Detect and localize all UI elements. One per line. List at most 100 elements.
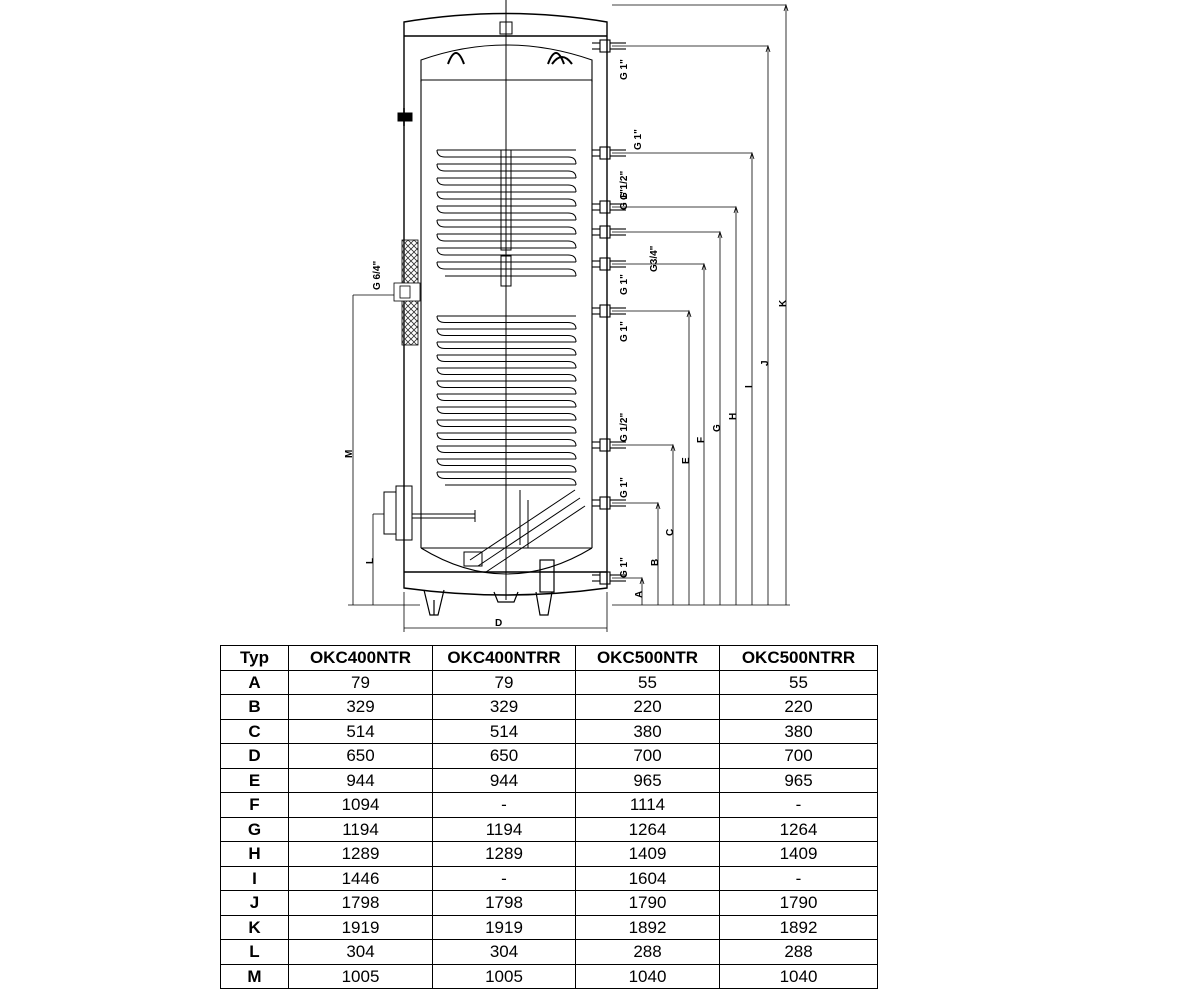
label-circulation: G 1/2" xyxy=(619,171,630,200)
table-row-label: K xyxy=(220,914,289,940)
table-cell: 650 xyxy=(432,743,576,769)
table-cell: 650 xyxy=(288,743,433,769)
dim-letter-k: K xyxy=(778,299,789,307)
dim-letter-e: E xyxy=(681,457,692,464)
table-cell: 55 xyxy=(719,669,878,695)
table-cell: - xyxy=(719,865,878,891)
table-cell: 1264 xyxy=(719,816,878,842)
table-cell: 1114 xyxy=(575,792,720,818)
table-cell: 700 xyxy=(719,743,878,769)
table-cell: 700 xyxy=(575,743,720,769)
table-cell: 1289 xyxy=(432,841,576,867)
dim-letter-d: D xyxy=(495,618,502,629)
table-row-label: M xyxy=(220,963,289,989)
table-cell: 1005 xyxy=(288,963,433,989)
table-row-label: H xyxy=(220,841,289,867)
header-okc500ntrr: OKC500NTRR xyxy=(719,645,878,671)
table-cell: 329 xyxy=(432,694,576,720)
table-cell: 944 xyxy=(288,767,433,793)
table-cell: 220 xyxy=(575,694,720,720)
label-lower-coil-out: G 1" xyxy=(619,321,630,342)
dim-letter-b: B xyxy=(650,559,661,566)
table-cell: 288 xyxy=(719,939,878,965)
dim-letter-f: F xyxy=(696,437,707,443)
table-row-label: C xyxy=(220,718,289,744)
table-cell: 944 xyxy=(432,767,576,793)
upper-heat-exchanger-coil xyxy=(436,149,577,277)
table-cell: 1604 xyxy=(575,865,720,891)
table-cell: 965 xyxy=(575,767,720,793)
table-cell: 380 xyxy=(719,718,878,744)
table-cell: 1040 xyxy=(575,963,720,989)
table-cell: 1289 xyxy=(288,841,433,867)
table-row-label: G xyxy=(220,816,289,842)
header-okc500ntr: OKC500NTR xyxy=(575,645,720,671)
header-typ: Typ xyxy=(220,645,289,671)
table-cell: 1790 xyxy=(575,890,720,916)
label-lower-sensor: G 1/2" xyxy=(619,413,630,442)
table-cell: 288 xyxy=(575,939,720,965)
table-cell: 329 xyxy=(288,694,433,720)
tank-feet xyxy=(423,559,555,616)
dimension-letters: A B C D E F G H I J K L M xyxy=(344,299,789,629)
table-cell: 1040 xyxy=(719,963,878,989)
table-cell: 1194 xyxy=(432,816,576,842)
lower-heat-exchanger-coil xyxy=(436,315,577,486)
dim-letter-h: H xyxy=(728,413,739,420)
table-header-row: Typ OKC400NTR OKC400NTRR OKC500NTR OKC50… xyxy=(220,645,878,671)
label-sensor: G3/4" xyxy=(649,245,660,272)
table-cell: 1919 xyxy=(288,914,433,940)
table-row-label: L xyxy=(220,939,289,965)
table-cell: - xyxy=(432,865,576,891)
table-cell: 1892 xyxy=(575,914,720,940)
table-cell: 1094 xyxy=(288,792,433,818)
dim-letter-a: A xyxy=(634,591,645,598)
table-cell: 304 xyxy=(288,939,433,965)
thermometer-left xyxy=(397,108,413,126)
header-okc400ntrr: OKC400NTRR xyxy=(432,645,576,671)
table-cell: 1005 xyxy=(432,963,576,989)
table-cell: 1798 xyxy=(432,890,576,916)
table-cell: 1892 xyxy=(719,914,878,940)
table-cell: 965 xyxy=(719,767,878,793)
dim-letter-l: L xyxy=(365,558,376,564)
dim-letter-g: G xyxy=(712,424,723,432)
label-middle: G 1" xyxy=(619,274,630,295)
table-cell: 55 xyxy=(575,669,720,695)
table-cell: 514 xyxy=(288,718,433,744)
label-upper-coil-out: G 1" xyxy=(633,129,644,150)
table-cell: 380 xyxy=(575,718,720,744)
label-cold-inlet: G 1" xyxy=(619,557,630,578)
electric-heater-insert xyxy=(383,485,476,541)
label-top-outlet: G 1" xyxy=(619,59,630,80)
label-lower-coil-in: G 1" xyxy=(619,477,630,498)
table-row-label: J xyxy=(220,890,289,916)
table-cell: 1798 xyxy=(288,890,433,916)
table-cell: 1264 xyxy=(575,816,720,842)
lifting-hooks xyxy=(447,52,573,65)
dim-letter-c: C xyxy=(665,529,676,536)
dim-letter-i: I xyxy=(744,385,755,388)
right-side-connections xyxy=(592,39,626,585)
table-row-label: E xyxy=(220,767,289,793)
table-row-label: A xyxy=(220,669,289,695)
anode-rod xyxy=(499,0,513,600)
table-row-label: D xyxy=(220,743,289,769)
label-heater-side: G 6/4" xyxy=(372,261,383,290)
table-cell: 79 xyxy=(432,669,576,695)
boiler-technical-drawing: G 1" G 1" G 1/2" G 1" G3/4" G 1" G 1" G … xyxy=(344,0,790,632)
table-row-label: I xyxy=(220,865,289,891)
table-cell: 1409 xyxy=(575,841,720,867)
table-cell: 1790 xyxy=(719,890,878,916)
